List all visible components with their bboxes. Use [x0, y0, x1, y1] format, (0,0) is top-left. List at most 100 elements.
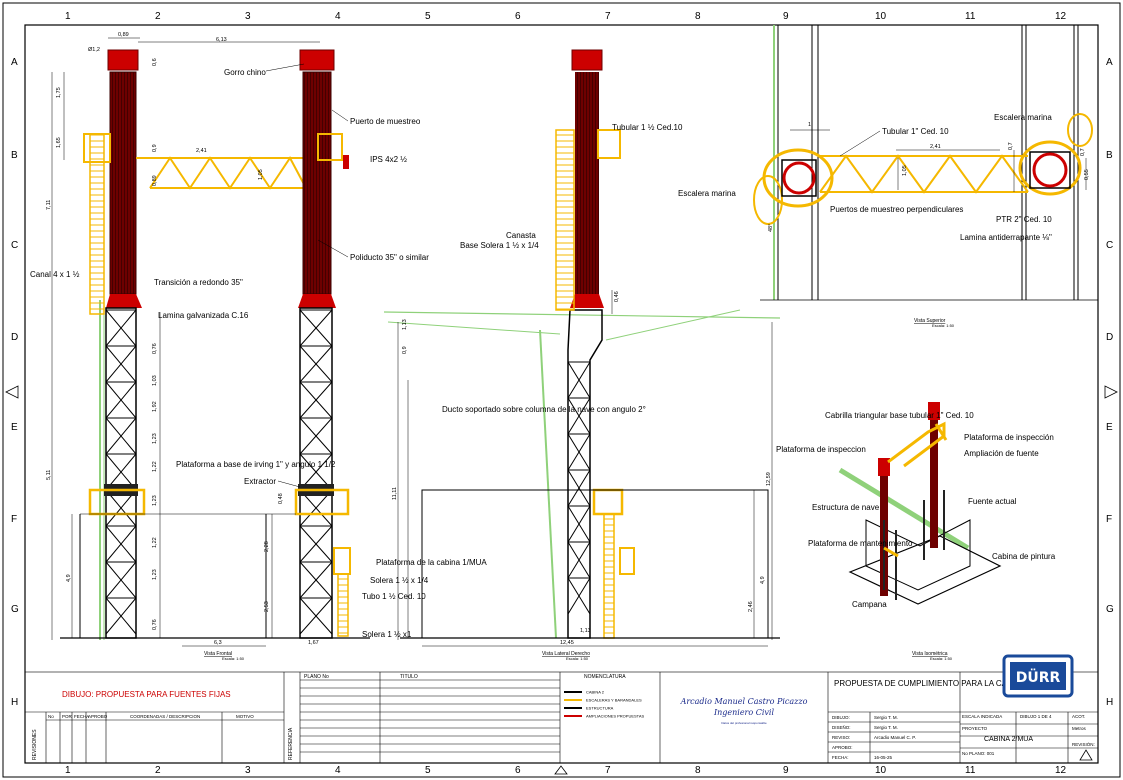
- dimension-side-dims-5: 11,11: [392, 487, 398, 500]
- caption-vista-frontal: Vista Frontal: [204, 651, 232, 657]
- dimension-front-dims-24: 2,53: [264, 601, 270, 612]
- dimension-front-dims-16: 1,23: [152, 495, 158, 506]
- dimension-side-dims-6: 2,46: [748, 601, 754, 612]
- lattice-brace: [299, 345, 333, 383]
- center-mark-right-icon: [1104, 385, 1118, 399]
- label-ips: IPS 4x2 ½: [370, 155, 407, 164]
- project-title: PROPUESTA DE CUMPLIMIENTO PARA LA CABINA…: [834, 679, 1053, 688]
- dimension-top-dims-3: 0,7: [1080, 148, 1086, 156]
- label-escalera-marina-left: Escalera marina: [678, 189, 736, 198]
- center-mark-left-icon: [5, 385, 19, 399]
- grid-col-bottom-6: 6: [515, 765, 521, 776]
- lattice-brace: [299, 597, 333, 635]
- label-extractor: Extractor: [244, 477, 276, 486]
- lattice-brace: [105, 561, 137, 599]
- label-canasta: Canasta: [506, 231, 536, 240]
- acot: ACOT.: [1072, 714, 1085, 719]
- dimension-front-dims-7: 2,41: [196, 148, 207, 154]
- dimension-top-dims-6: 48°: [768, 224, 774, 232]
- center-mark-bottom-icon: [554, 765, 568, 775]
- legend-item-3: AMPLIACIONES PROPUESTAS: [586, 714, 644, 719]
- label-ducto: Ducto soportado sobre columna de la nave…: [442, 405, 646, 414]
- title-block: [24, 671, 1099, 764]
- grid-col-top-10: 10: [875, 11, 887, 22]
- lattice-brace: [567, 361, 591, 399]
- label-puerto-muestreo: Puerto de muestreo: [350, 117, 421, 126]
- isometric-view: Cabrilla triangular base tubular 1" Ced.…: [776, 402, 1056, 661]
- grid-col-bottom-3: 3: [245, 765, 251, 776]
- dimension-front-dims-15: 5,11: [46, 470, 52, 480]
- dimension-front-dims-0: 0,89: [118, 32, 129, 38]
- grid-col-bottom-8: 8: [695, 765, 701, 776]
- dimension-front-dims-26: 6,13: [216, 37, 227, 43]
- lattice-brace: [105, 417, 137, 455]
- dibujo-de: DIBUJO 1 DE 4: [1020, 714, 1052, 719]
- plano-number: No PLANO: 001: [962, 751, 995, 756]
- revisiones-label: REVISIONES: [32, 729, 38, 760]
- grid-col-top-9: 9: [783, 11, 789, 22]
- plano-no-header: PLANO No: [304, 674, 329, 680]
- grid-col-bottom-1: 1: [65, 765, 71, 776]
- rev-header-1: POR: [62, 714, 73, 719]
- dimension-front-dims-21: 6,3: [214, 640, 222, 646]
- grid-col-bottom-9: 9: [783, 765, 789, 776]
- grid-row-left-F: F: [11, 514, 17, 525]
- grid-row-right-A: A: [1106, 57, 1113, 68]
- label-estructura-nave: Estructura de nave: [812, 503, 880, 512]
- dimension-front-dims-9: 0,89: [152, 175, 158, 186]
- lattice-brace: [567, 397, 591, 435]
- lattice-brace: [299, 525, 333, 563]
- revision-triangle-icon: [1079, 749, 1093, 761]
- label-campana: Campana: [852, 600, 887, 609]
- label-cabina-pintura: Cabina de pintura: [992, 552, 1056, 561]
- dimension-front-dims-13: 1,23: [152, 433, 158, 444]
- lattice-brace: [105, 381, 137, 419]
- revision-label: REVISIÓN:: [1072, 741, 1095, 747]
- label-gorro-chino: Gorro chino: [224, 68, 266, 77]
- grid-col-bottom-10: 10: [875, 765, 887, 776]
- caption-vista-lateral: Vista Lateral Derecho: [542, 651, 590, 657]
- lattice-brace: [299, 381, 333, 419]
- dimension-side-dims-0: 0,46: [614, 291, 620, 302]
- label-plataforma-base: Plataforma a base de irving 1" y angulo …: [176, 460, 336, 469]
- tb-key-0: DIBUJO:: [832, 715, 850, 720]
- label-plataforma-inspeccion-left: Plataforma de inspeccion: [776, 445, 866, 454]
- grid-row-left-D: D: [11, 332, 18, 343]
- grid-row-left-E: E: [11, 422, 18, 433]
- label-ampliacion-fuente: Ampliación de fuente: [964, 449, 1039, 458]
- tb-value-2: Arcadio Manuel C. P.: [874, 735, 916, 740]
- label-cabrilla: Cabrilla triangular base tubular 1" Ced.…: [825, 411, 974, 420]
- label-solera: Solera 1 ½ x1: [362, 630, 412, 639]
- grid-row-right-H: H: [1106, 697, 1113, 708]
- dimension-side-dims-1: 1,13: [402, 319, 408, 330]
- label-lamina-galvanizada: Lamina galvanizada C.16: [158, 311, 249, 320]
- grid-col-top-5: 5: [425, 11, 431, 22]
- label-puertos: Puertos de muestreo perpendiculares: [830, 205, 963, 214]
- lattice-brace: [105, 525, 137, 563]
- dimension-front-dims-6: 0,9: [152, 144, 158, 152]
- tb-key-1: DISEÑO:: [832, 724, 851, 730]
- dimension-front-dims-11: 1,03: [152, 375, 158, 386]
- grid-row-right-D: D: [1106, 332, 1113, 343]
- dimension-side-dims-8: 1,13: [580, 628, 591, 634]
- lattice-brace: [567, 433, 591, 471]
- grid-col-bottom-11: 11: [965, 765, 976, 776]
- legend-item-2: ESTRUCTURA: [586, 706, 614, 711]
- engineer-title: Ingeniero Civil: [713, 708, 775, 717]
- label-fuente-actual: Fuente actual: [968, 497, 1017, 506]
- dimension-front-dims-10: 0,76: [152, 343, 158, 354]
- dimension-front-dims-3: 1,75: [56, 87, 62, 98]
- label-plataforma-mantenimiento: Plataforma de mantenimiento: [808, 539, 913, 548]
- dimension-front-dims-19: 0,76: [152, 619, 158, 630]
- caption-vista-lateral-scale: Escala: 1:50: [566, 656, 589, 661]
- lattice-brace: [299, 561, 333, 599]
- lattice-brace: [105, 309, 137, 347]
- grid-col-bottom-7: 7: [605, 765, 611, 776]
- nomenclatura-header: NOMENCLATURA: [584, 674, 626, 680]
- dimension-side-dims-4: 12,59: [766, 472, 772, 486]
